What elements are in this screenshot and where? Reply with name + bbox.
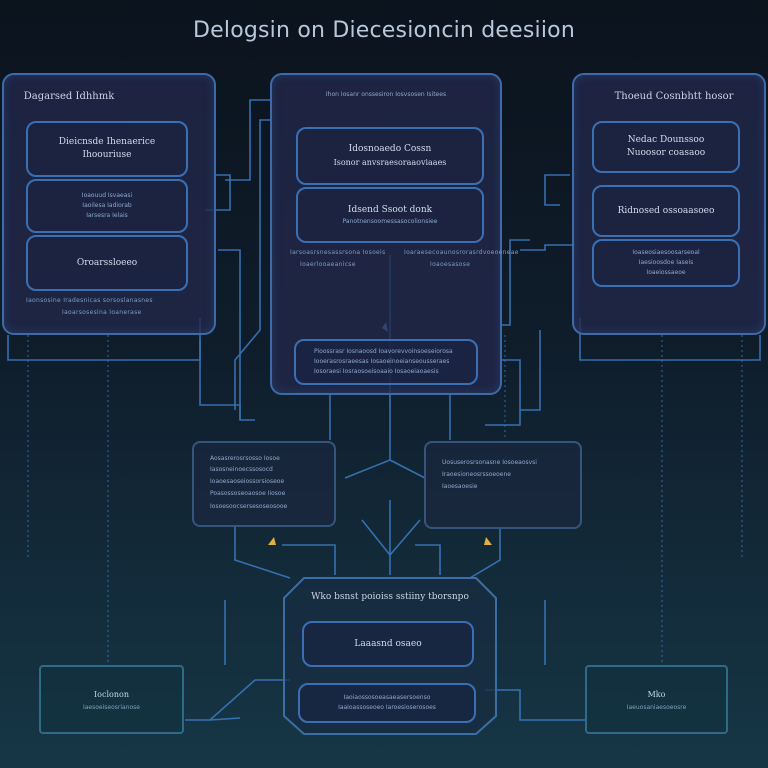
right-box-3[interactable]: Ioaseosiaesoosarseoal Iaesioosdoe Iaseis… bbox=[592, 239, 740, 287]
right-box-3-line1: Ioaseosiaesoosarseoal bbox=[632, 249, 700, 256]
diagram-title: Delogsin on Diecesioncin deesiion bbox=[193, 18, 575, 43]
leaf-left-subtitle: Iaesoeiseosrianose bbox=[82, 703, 140, 711]
mid-left-box[interactable]: Aosasrerosrsosso Iosoe Iasosneinoecssoso… bbox=[192, 441, 336, 527]
left-box-1-title: Dieicnsde Ihenaerice bbox=[58, 137, 156, 147]
mid-left-row-4: Poasossoseoaosoe Iiosoe bbox=[210, 490, 286, 497]
mid-right-row-2: Iraoesioneosrssoeoene bbox=[442, 471, 511, 478]
left-panel-title: Dagarsed Idhhmk bbox=[23, 91, 115, 102]
center-box-1-subtitle: Isonor anvsraesoraaoviaaes bbox=[333, 158, 447, 167]
right-panel: Thoeud Cosnbhtt hosor Nedac Dounssoo Nuo… bbox=[572, 73, 766, 335]
leaf-right-subtitle: Iaeuosaniaesoeosre bbox=[626, 703, 687, 711]
right-box-1-subtitle: Nuoosor coasaoo bbox=[626, 148, 706, 158]
right-box-3-line3: Ioaeiossaeoe bbox=[646, 269, 686, 276]
center-inner-box[interactable]: Pioossrasr Iosnaoosd Ioavorevvoinsoeseio… bbox=[294, 339, 478, 385]
center-box-2-title: Idsend Ssoot donk bbox=[347, 204, 433, 215]
left-box-2[interactable]: Ioaouud Isvaeasi Iaoilesa Iadiorab Iarse… bbox=[26, 179, 188, 233]
bottom-box-1-title: Laaasnd osaeo bbox=[354, 638, 422, 649]
left-box-2-line1: Ioaouud Isvaeasi bbox=[81, 192, 133, 199]
left-box-2-line3: Iarsesra Ielais bbox=[86, 212, 128, 219]
right-box-3-line2: Iaesioosdoe Iaseis bbox=[638, 259, 694, 266]
mid-left-row-3: Ioaoesaoseiossorsioseoe bbox=[210, 478, 285, 485]
left-box-1-subtitle: Ihoouriuse bbox=[82, 150, 132, 160]
leaf-left-box[interactable]: Ioclonon Iaesoeiseosrianose bbox=[39, 665, 184, 734]
right-box-2-title: Ridnosed ossoaasoeo bbox=[617, 205, 715, 216]
bottom-panel-title: Wko bsnst poioiss sstiiny tborsnpo bbox=[311, 592, 469, 602]
center-box-2[interactable]: Idsend Ssoot donk Panotnensoomessasocoli… bbox=[296, 187, 484, 243]
right-box-2[interactable]: Ridnosed ossoaasoeo bbox=[592, 185, 740, 237]
center-note-left-1: Iarsoasrsnesassrsona Iosoeis bbox=[290, 249, 386, 256]
center-note-right-1: Ioaraesecoaunosrorasrdvoeoeneae bbox=[404, 249, 519, 256]
leaf-left-title: Ioclonon bbox=[94, 689, 129, 699]
right-panel-title: Thoeud Cosnbhtt hosor bbox=[614, 91, 734, 102]
mid-left-row-2: Iasosneinoecssosocd bbox=[210, 466, 273, 473]
left-panel-note-1: Iaonsosine Iradesnicas sorsoslanasnes bbox=[26, 297, 153, 304]
left-box-1[interactable]: Dieicnsde Ihenaerice Ihoouriuse bbox=[26, 121, 188, 177]
mid-right-row-1: Uosuserosrsonasne Iosoeaosvsi bbox=[442, 459, 537, 466]
right-box-1-title: Nedac Dounssoo bbox=[627, 135, 705, 145]
bottom-box-1[interactable]: Laaasnd osaeo bbox=[302, 621, 474, 667]
center-panel-header: Ihon Iosanr onssesiron Iosvsosen Isitees bbox=[325, 91, 447, 98]
mid-left-row-5: Iosoesoocsersesoseosooe bbox=[210, 503, 288, 510]
center-inner-line-3: Iosoraesi Iosraosoeisoaaio Iosaoeiaoaesi… bbox=[314, 368, 439, 375]
leaf-right-title: Mko bbox=[647, 689, 666, 699]
right-box-1[interactable]: Nedac Dounssoo Nuoosor coasaoo bbox=[592, 121, 740, 173]
center-box-1-title: Idosnoaedo Cossn bbox=[348, 144, 432, 154]
left-panel: Dagarsed Idhhmk Dieicnsde Ihenaerice Iho… bbox=[2, 73, 216, 335]
left-box-3[interactable]: Oroarssloeeo bbox=[26, 235, 188, 291]
bottom-box-2-line2: Iaaioassoseoeo Iaroesioserosoes bbox=[338, 704, 436, 711]
left-box-2-line2: Iaoilesa Iadiorab bbox=[82, 202, 132, 209]
bottom-box-2[interactable]: Iaoiaossosoeasaeasersoenso Iaaioassoseoe… bbox=[298, 683, 476, 723]
leaf-right-box[interactable]: Mko Iaeuosaniaesoeosre bbox=[585, 665, 728, 734]
center-note-left-2: Ioaerlooaeanicse bbox=[300, 261, 356, 268]
center-panel: Ihon Iosanr onssesiron Iosvsosen Isitees… bbox=[270, 73, 518, 395]
center-box-1[interactable]: Idosnoaedo Cossn Isonor anvsraesoraaovia… bbox=[296, 127, 484, 185]
left-box-3-title: Oroarssloeeo bbox=[76, 257, 138, 268]
bottom-box-2-line1: Iaoiaossosoeasaeasersoenso bbox=[343, 694, 431, 701]
center-note-right-2: Ioaoesasose bbox=[430, 261, 471, 268]
mid-right-row-3: Iaoesaoesie bbox=[442, 483, 478, 490]
center-inner-line-2: Iooerasrosraeesas Iosaoeinoeianseoussera… bbox=[314, 358, 450, 365]
mid-right-box[interactable]: Uosuserosrsonasne Iosoeaosvsi Iraoesione… bbox=[424, 441, 582, 529]
mid-left-row-1: Aosasrerosrsosso Iosoe bbox=[210, 455, 280, 462]
center-box-2-subtitle: Panotnensoomessasocolionsiee bbox=[342, 217, 438, 225]
left-panel-note-2: Iaoarsosesina Ioanerase bbox=[62, 309, 142, 316]
center-inner-line-1: Pioossrasr Iosnaoosd Ioavorevvoinsoeseio… bbox=[314, 348, 453, 355]
